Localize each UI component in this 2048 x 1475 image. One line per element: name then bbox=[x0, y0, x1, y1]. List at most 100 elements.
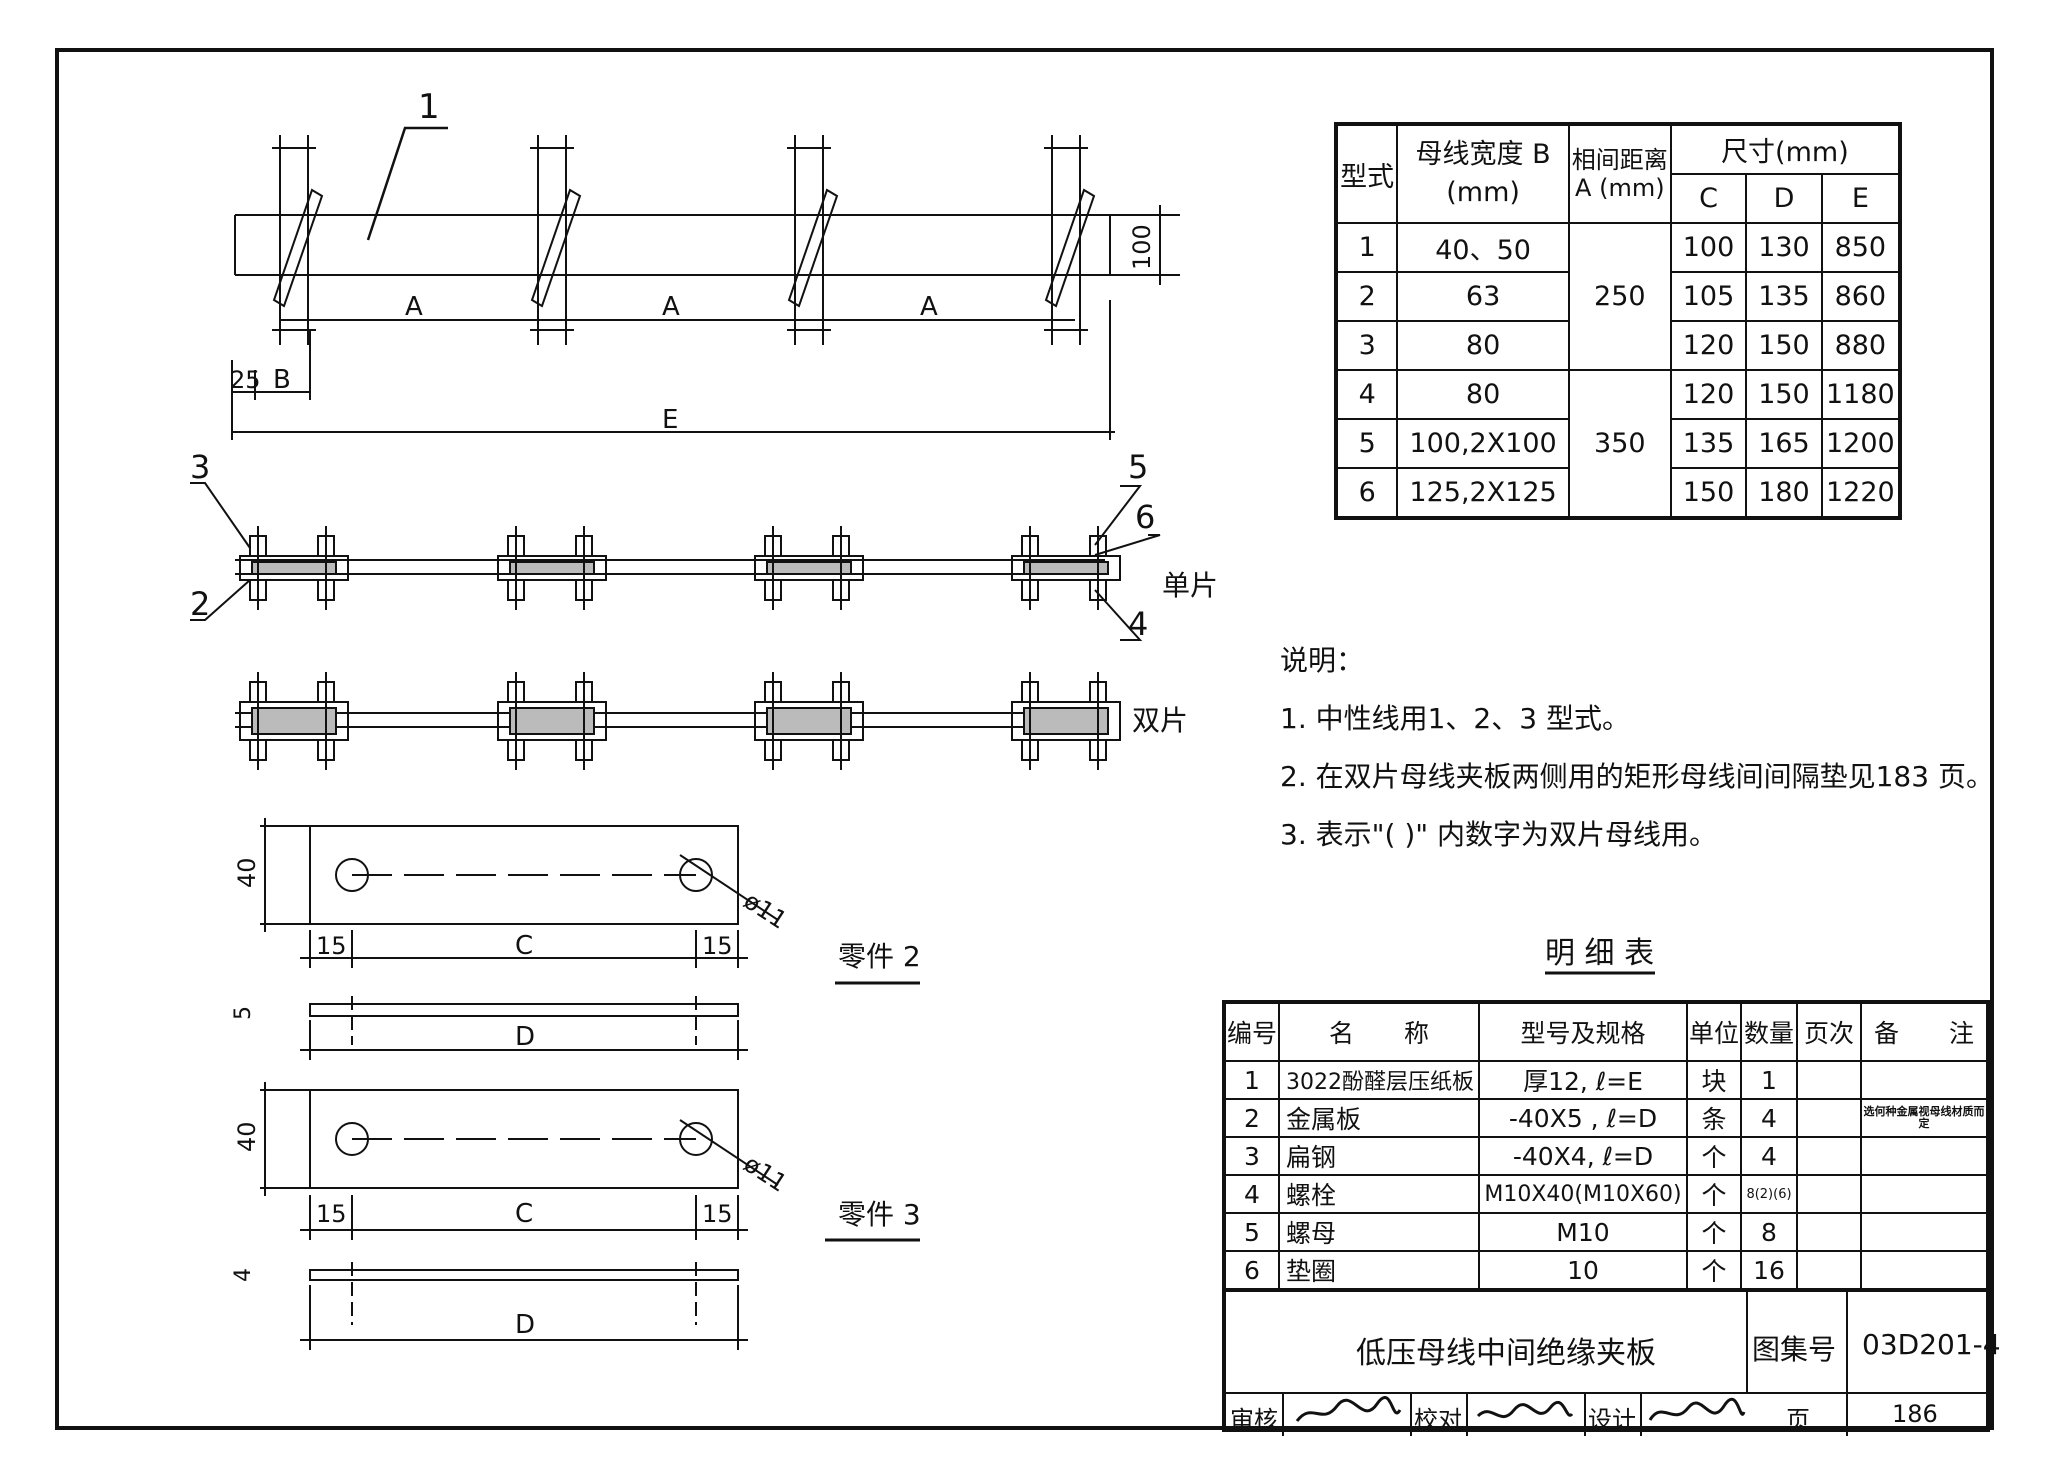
clamp-assembly bbox=[1011, 526, 1121, 610]
designer-signature bbox=[1646, 1396, 1746, 1432]
part-2-drawing bbox=[260, 818, 920, 1060]
cell-e: 1220 bbox=[1820, 467, 1902, 519]
part-label-3: 3 bbox=[190, 448, 210, 486]
checker-signature bbox=[1474, 1396, 1574, 1432]
bom-cell-remark bbox=[1860, 1174, 1989, 1214]
dim-4: 4 bbox=[231, 1268, 256, 1282]
table-row: 1 3022酚醛层压纸板 厚12, ℓ=E 块 1 bbox=[1223, 1060, 1989, 1100]
bus-column bbox=[1044, 135, 1096, 345]
bom-cell-page bbox=[1796, 1174, 1862, 1214]
clamp-assembly bbox=[754, 672, 864, 770]
hole-dim-a: ø11 bbox=[739, 887, 792, 935]
bom-cell-qty: 16 bbox=[1740, 1250, 1798, 1290]
page-label: 页 bbox=[1786, 1406, 1810, 1434]
bom-cell-page bbox=[1796, 1212, 1862, 1252]
col-size-header: 尺寸(mm) bbox=[1669, 123, 1902, 175]
dim-d-a: D bbox=[515, 1022, 535, 1052]
bom-cell-unit: 块 bbox=[1686, 1060, 1742, 1100]
part-label-5: 5 bbox=[1128, 448, 1148, 486]
bom-cell-qty: 8 bbox=[1740, 1212, 1798, 1252]
clamp-assembly bbox=[754, 526, 864, 610]
dim-25: 25 bbox=[230, 366, 261, 394]
cell-spacing: 350 bbox=[1567, 369, 1672, 519]
cell-spacing: 250 bbox=[1567, 222, 1672, 371]
bom-cell-name: 金属板 bbox=[1278, 1098, 1480, 1138]
notes-title: 说明： bbox=[1280, 644, 1365, 677]
bom-header-page: 页次 bbox=[1796, 1001, 1862, 1062]
note-item: 2. 在双片母线夹板两侧用的矩形母线间间隔垫见183 页。 bbox=[1280, 760, 1994, 793]
bill-of-materials: 编号 名 称 型号及规格 单位 数量 页次 备 注 1 3022酚醛层压纸板 厚… bbox=[1222, 1000, 1990, 1290]
bom-cell-no: 6 bbox=[1223, 1250, 1280, 1290]
bom-header-name: 名 称 bbox=[1278, 1001, 1480, 1062]
cell-type: 1 bbox=[1334, 222, 1399, 273]
cell-c: 135 bbox=[1669, 418, 1748, 469]
part-label-1: 1 bbox=[418, 87, 440, 127]
dim-40-b: 40 bbox=[233, 1121, 261, 1152]
bom-cell-unit: 个 bbox=[1686, 1174, 1742, 1214]
note-item: 3. 表示"( )" 内数字为双片母线用。 bbox=[1280, 818, 1718, 851]
bom-cell-spec: 10 bbox=[1478, 1250, 1688, 1290]
cell-e: 1200 bbox=[1820, 418, 1902, 469]
bom-header-spec: 型号及规格 bbox=[1478, 1001, 1688, 1062]
note-item: 1. 中性线用1、2、3 型式。 bbox=[1280, 702, 1630, 735]
cell-d: 150 bbox=[1745, 320, 1823, 371]
bom-cell-remark bbox=[1860, 1250, 1989, 1290]
part-3-label: 零件 3 bbox=[838, 1198, 921, 1231]
part-label-6: 6 bbox=[1135, 498, 1155, 536]
cell-type: 6 bbox=[1334, 467, 1399, 519]
table-row: 3 80 120 150 880 bbox=[1334, 320, 1902, 371]
cell-width: 80 bbox=[1396, 320, 1570, 371]
col-e-header: E bbox=[1820, 173, 1902, 224]
dimension-table: 型式 母线宽度 B (mm) 相间距离 A (mm) 尺寸(mm) C D E … bbox=[1334, 122, 1902, 520]
cell-d: 135 bbox=[1745, 271, 1823, 322]
bom-title: 明 细 表 bbox=[1545, 936, 1654, 971]
clamp-assembly bbox=[239, 526, 349, 610]
bom-cell-qty: 4 bbox=[1740, 1136, 1798, 1176]
bom-cell-name: 垫圈 bbox=[1278, 1250, 1480, 1290]
cell-width: 80 bbox=[1396, 369, 1570, 420]
bom-cell-page bbox=[1796, 1060, 1862, 1100]
cell-e: 860 bbox=[1820, 271, 1902, 322]
hole-dim-b: ø11 bbox=[739, 1150, 792, 1198]
clamp-assembly bbox=[497, 672, 607, 770]
atlas-label: 图集号 bbox=[1752, 1333, 1837, 1366]
dim-15-b2: 15 bbox=[702, 1200, 733, 1228]
bom-cell-no: 5 bbox=[1223, 1212, 1280, 1252]
bom-cell-remark: 选何种金属视母线材质而定 bbox=[1860, 1098, 1989, 1138]
double-clamp-view bbox=[235, 672, 1121, 770]
col-d-header: D bbox=[1745, 173, 1823, 224]
bom-cell-spec: 厚12, ℓ=E bbox=[1478, 1060, 1688, 1100]
dim-15-b1: 15 bbox=[316, 1200, 347, 1228]
double-label: 双片 bbox=[1132, 704, 1188, 737]
reviewer-signature bbox=[1292, 1396, 1404, 1432]
dim-b: B bbox=[273, 365, 291, 395]
bom-cell-no: 4 bbox=[1223, 1174, 1280, 1214]
dim-a-1: A bbox=[405, 292, 423, 322]
table-row: 4 80 350 120 150 1180 bbox=[1334, 369, 1902, 519]
bom-cell-unit: 个 bbox=[1686, 1136, 1742, 1176]
bom-cell-name: 3022酚醛层压纸板 bbox=[1278, 1060, 1480, 1100]
bom-cell-qty: 1 bbox=[1740, 1060, 1798, 1100]
cell-e: 880 bbox=[1820, 320, 1902, 371]
title-block: 低压母线中间绝缘夹板 图集号 03D201-4 审核 校对 设计 页 186 bbox=[1222, 1288, 2001, 1436]
cell-e: 850 bbox=[1820, 222, 1902, 273]
cell-type: 5 bbox=[1334, 418, 1399, 469]
sheet-frame bbox=[55, 48, 1994, 1430]
part-label-4: 4 bbox=[1128, 605, 1148, 643]
bom-header-remark: 备 注 bbox=[1860, 1001, 1989, 1062]
bom-cell-unit: 个 bbox=[1686, 1250, 1742, 1290]
bus-column bbox=[530, 135, 582, 345]
dim-c-b: C bbox=[515, 1199, 533, 1229]
atlas-number: 03D201-4 bbox=[1862, 1328, 2001, 1361]
bom-cell-unit: 个 bbox=[1686, 1212, 1742, 1252]
cell-width: 125,2X125 bbox=[1396, 467, 1570, 519]
bom-cell-spec: -40X5 , ℓ=D bbox=[1478, 1098, 1688, 1138]
cell-d: 165 bbox=[1745, 418, 1823, 469]
col-c-header: C bbox=[1669, 173, 1748, 224]
table-row: 5 100,2X100 135 165 1200 bbox=[1334, 418, 1902, 469]
bom-header-qty: 数量 bbox=[1740, 1001, 1798, 1062]
cell-type: 4 bbox=[1334, 369, 1399, 420]
bom-cell-no: 2 bbox=[1223, 1098, 1280, 1138]
cell-width: 40、50 bbox=[1396, 222, 1570, 273]
